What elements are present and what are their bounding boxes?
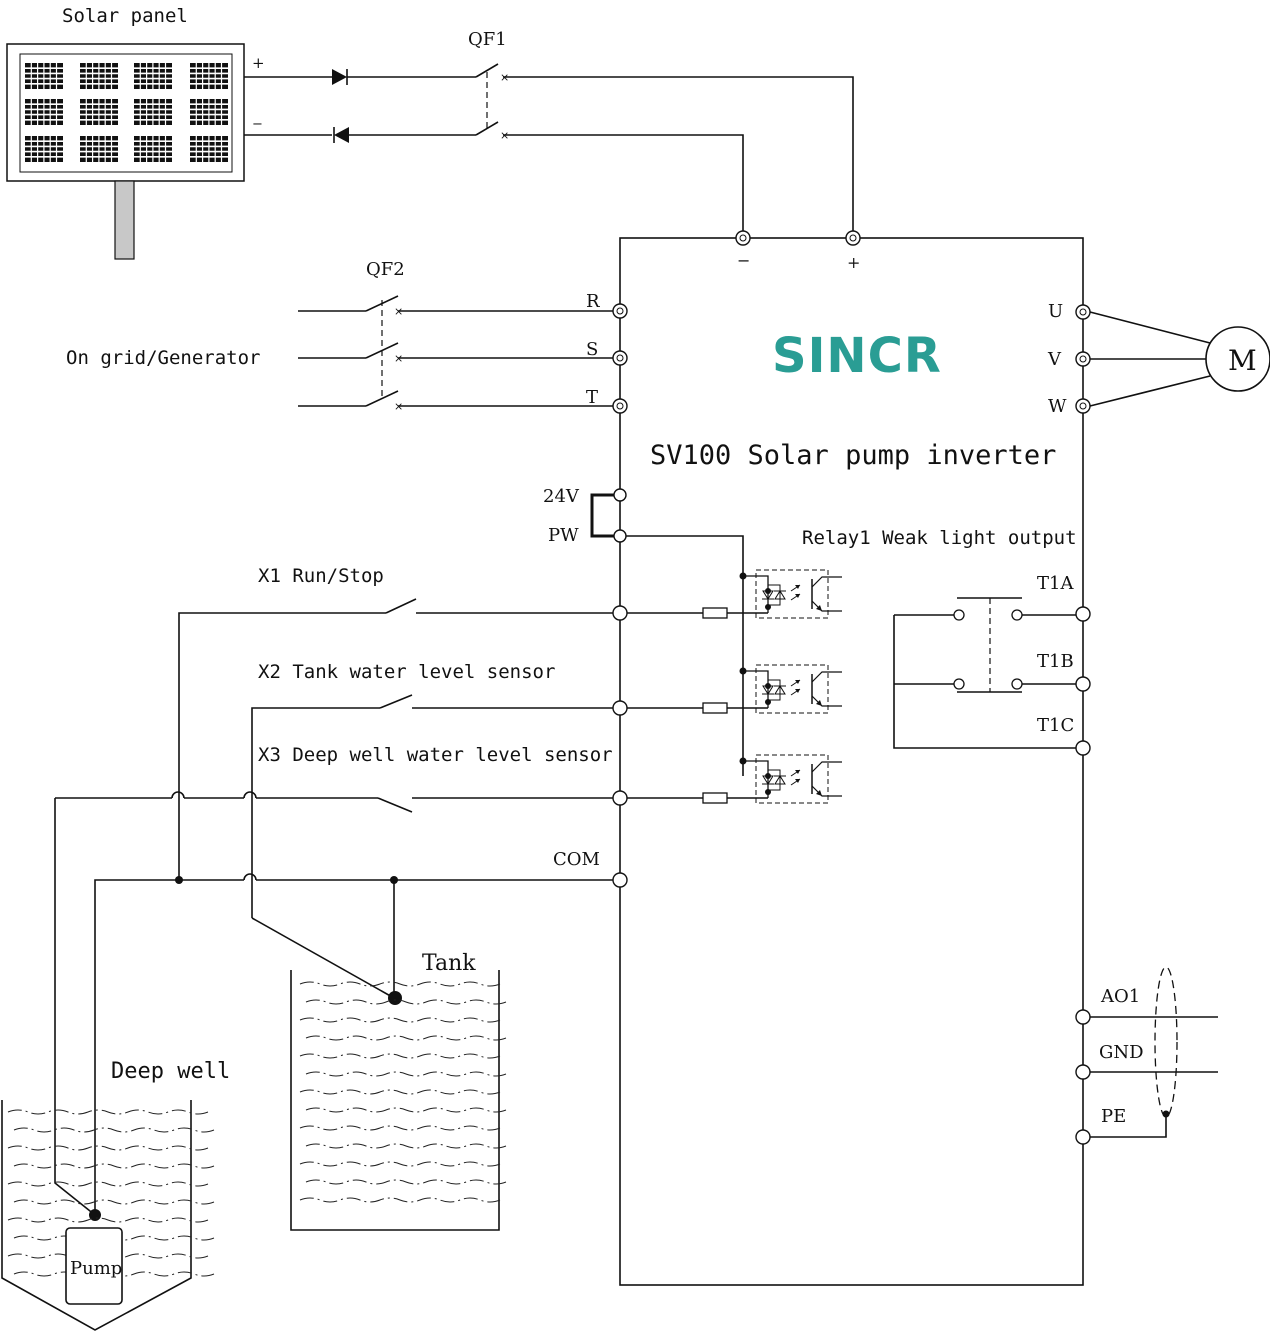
solar-cell	[190, 63, 228, 89]
water-wave	[299, 1053, 501, 1059]
v24-label: 24V	[543, 486, 580, 507]
pv-wiring: × ×	[244, 63, 854, 232]
water-wave	[7, 1181, 209, 1187]
water-wave	[299, 1125, 501, 1131]
diode-minus	[334, 127, 349, 143]
qf1-label: QF1	[468, 29, 507, 50]
water-wave	[299, 1017, 501, 1023]
optocoupler	[702, 664, 842, 714]
solar-cell	[134, 63, 172, 89]
water-wave	[7, 1145, 209, 1151]
terminal-s-label: S	[586, 339, 598, 360]
pw-jumper	[590, 488, 744, 776]
water-wave	[305, 999, 507, 1005]
t1c-label: T1C	[1037, 715, 1074, 736]
solar-cell	[190, 99, 228, 125]
panel-cells	[25, 63, 228, 162]
x1-label: X1 Run/Stop	[258, 565, 384, 587]
grid-label: On grid/Generator	[66, 347, 260, 369]
terminal-v-label: V	[1047, 349, 1062, 370]
optocoupler	[702, 569, 842, 619]
inverter-box	[619, 237, 1084, 1286]
tank	[290, 970, 507, 1231]
digital-inputs	[54, 598, 703, 1221]
pv-minus-label: −	[252, 117, 263, 132]
com-label: COM	[553, 849, 600, 870]
solar-cell	[190, 136, 228, 162]
water-wave	[299, 1089, 501, 1095]
pw-label: PW	[548, 525, 579, 546]
solar-cell	[134, 136, 172, 162]
water-wave	[299, 981, 501, 987]
pump-body	[65, 1227, 123, 1305]
tank-label: Tank	[422, 951, 476, 976]
relay-contacts	[893, 597, 1091, 756]
dc-minus-label: −	[737, 251, 750, 270]
shield-ellipse	[1154, 966, 1178, 1118]
motor-output	[1075, 304, 1270, 414]
solar-panel-label: Solar panel	[62, 5, 188, 27]
motor-circle	[1205, 326, 1270, 392]
water-wave	[305, 1143, 507, 1149]
solar-cell	[25, 136, 63, 162]
water-wave	[305, 1035, 507, 1041]
dc-terminals	[735, 230, 861, 246]
water-wave	[7, 1109, 209, 1115]
diode-plus	[332, 69, 347, 85]
relay-label: Relay1 Weak light output	[802, 527, 1077, 549]
analog-output	[1075, 966, 1218, 1145]
ao1-label: AO1	[1100, 986, 1140, 1007]
terminal-r-label: R	[586, 291, 600, 312]
x2-label: X2 Tank water level sensor	[258, 661, 555, 683]
dc-plus-label: +	[847, 253, 860, 272]
pump-label: Pump	[70, 1258, 122, 1279]
svg-text:×: ×	[394, 305, 403, 318]
panel-post	[114, 180, 135, 260]
t1b-label: T1B	[1037, 651, 1074, 672]
terminal-w-label: W	[1048, 396, 1067, 417]
solar-cell	[25, 99, 63, 125]
water-wave	[13, 1199, 215, 1205]
deep-well-label: Deep well	[111, 1059, 230, 1084]
grid-input: × × ×	[298, 295, 628, 414]
water-wave	[299, 1161, 501, 1167]
motor-label: M	[1228, 344, 1257, 377]
x3-label: X3 Deep well water level sensor	[258, 744, 613, 766]
water-wave	[305, 1071, 507, 1077]
solar-cell	[80, 136, 118, 162]
svg-text:×: ×	[394, 352, 403, 365]
t1a-label: T1A	[1037, 573, 1074, 594]
deep-well	[1, 1100, 215, 1331]
pv-plus-label: +	[252, 54, 265, 72]
tank-probe	[388, 991, 402, 1005]
optocouplers	[702, 569, 842, 804]
solar-panel	[6, 43, 245, 260]
solar-cell	[25, 63, 63, 89]
svg-text:×: ×	[394, 400, 403, 413]
inverter-title: SV100 Solar pump inverter	[650, 440, 1056, 471]
terminal-t-label: T	[586, 387, 598, 408]
water-wave	[13, 1163, 215, 1169]
water-wave	[7, 1217, 209, 1223]
water-wave	[305, 1179, 507, 1185]
qf2-label: QF2	[366, 259, 405, 280]
water-wave	[13, 1127, 215, 1133]
svg-text:×: ×	[500, 129, 509, 142]
terminal-u-label: U	[1048, 301, 1063, 322]
solar-cell	[80, 63, 118, 89]
svg-text:×: ×	[500, 71, 509, 84]
optocoupler	[702, 754, 842, 804]
solar-cell	[134, 99, 172, 125]
gnd-label: GND	[1099, 1042, 1144, 1063]
brand-logo: SINCR	[772, 328, 942, 384]
pe-label: PE	[1101, 1106, 1126, 1127]
solar-cell	[80, 99, 118, 125]
water-wave	[305, 1107, 507, 1113]
water-wave	[299, 1197, 501, 1203]
